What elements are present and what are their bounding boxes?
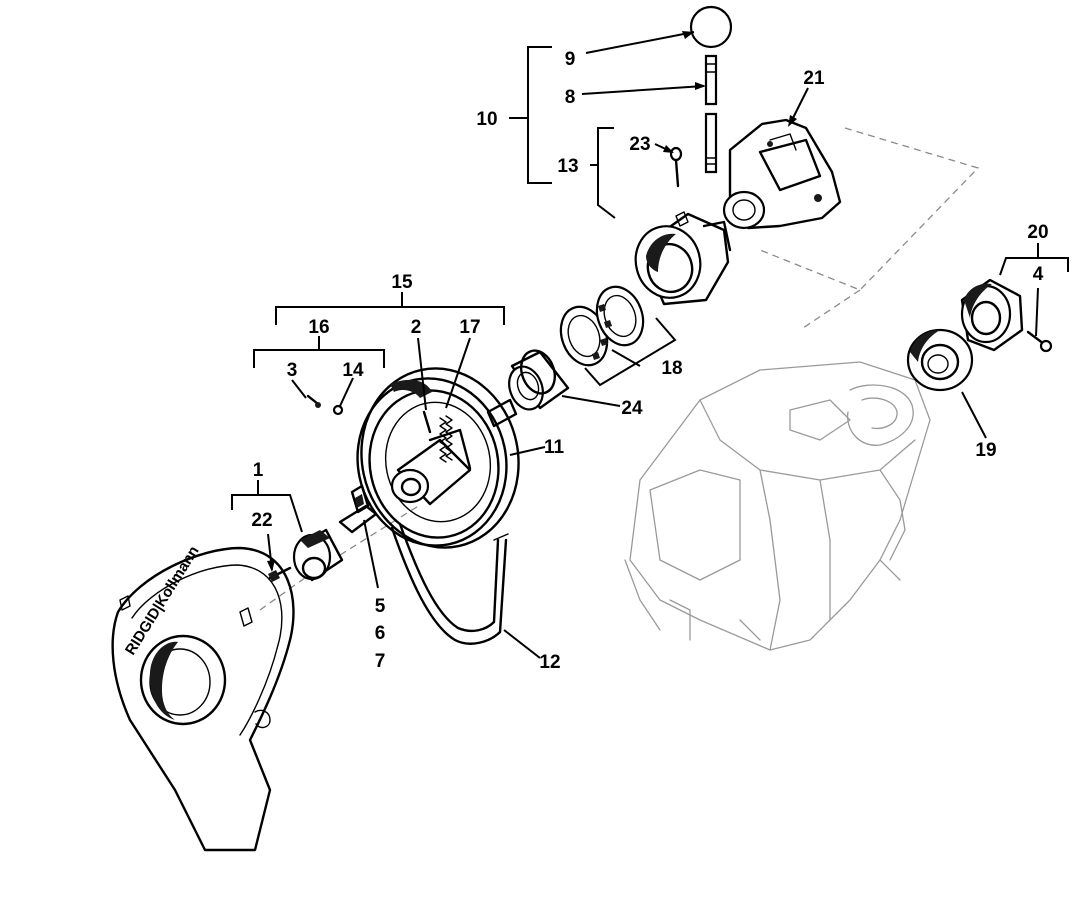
callout-11: 11 — [544, 437, 565, 458]
bracket-18 — [584, 317, 677, 387]
part-bearing-pair — [559, 285, 645, 367]
callout-2: 2 — [411, 317, 422, 338]
part-small-screw — [306, 394, 321, 408]
callout-19: 19 — [975, 440, 996, 461]
part-bushing — [508, 349, 570, 411]
callout-3: 3 — [287, 360, 298, 381]
bracket-20 — [999, 243, 1069, 276]
mounting-plate-outline — [759, 127, 980, 331]
callout-7: 7 — [375, 651, 386, 672]
callout-14: 14 — [342, 360, 364, 381]
callout-21: 21 — [803, 68, 825, 89]
bracket-1 — [231, 480, 303, 533]
callout-18: 18 — [661, 358, 682, 379]
callout-22: 22 — [251, 510, 272, 531]
part-pin — [422, 410, 432, 434]
motor-housing-outline — [624, 361, 931, 651]
callout-9: 9 — [565, 49, 576, 70]
leader-lines — [267, 31, 1039, 659]
part-ball — [689, 5, 733, 49]
part-v-belt — [390, 522, 509, 645]
callout-13: 13 — [557, 156, 578, 177]
callout-12: 12 — [539, 652, 560, 673]
callout-5: 5 — [375, 596, 386, 617]
part-end-cap — [960, 278, 1024, 352]
part-cap-screw — [1026, 330, 1053, 353]
callout-10: 10 — [476, 109, 497, 130]
part-pump-screw — [669, 146, 683, 188]
callout-4: 4 — [1033, 264, 1044, 285]
callout-16: 16 — [308, 317, 329, 338]
part-large-pulley — [356, 367, 520, 549]
part-pump-body — [722, 118, 842, 230]
part-set-screw — [268, 566, 292, 582]
callout-8: 8 — [565, 87, 576, 108]
bracket-16 — [253, 336, 385, 368]
part-spring — [439, 415, 453, 463]
bracket-10 — [509, 46, 552, 184]
belt-guard-cover — [111, 546, 295, 852]
callout-20: 20 — [1027, 222, 1048, 243]
part-hub — [292, 528, 344, 582]
bracket-15 — [275, 292, 505, 325]
part-stud-upper — [704, 54, 718, 106]
bracket-13 — [590, 127, 616, 219]
part-washer — [332, 404, 344, 416]
callout-24: 24 — [621, 398, 643, 419]
callout-6: 6 — [375, 623, 386, 644]
callout-15: 15 — [391, 272, 413, 293]
assembly-axis-line — [259, 504, 421, 611]
callout-17: 17 — [459, 317, 480, 338]
part-stud-lower — [704, 112, 718, 174]
callout-labels: 9 8 10 23 21 13 15 16 2 17 3 14 18 24 11… — [251, 49, 1048, 673]
part-seal-ring — [906, 328, 974, 392]
part-pump-head — [634, 211, 732, 306]
callout-1: 1 — [253, 460, 264, 481]
callout-23: 23 — [629, 134, 650, 155]
